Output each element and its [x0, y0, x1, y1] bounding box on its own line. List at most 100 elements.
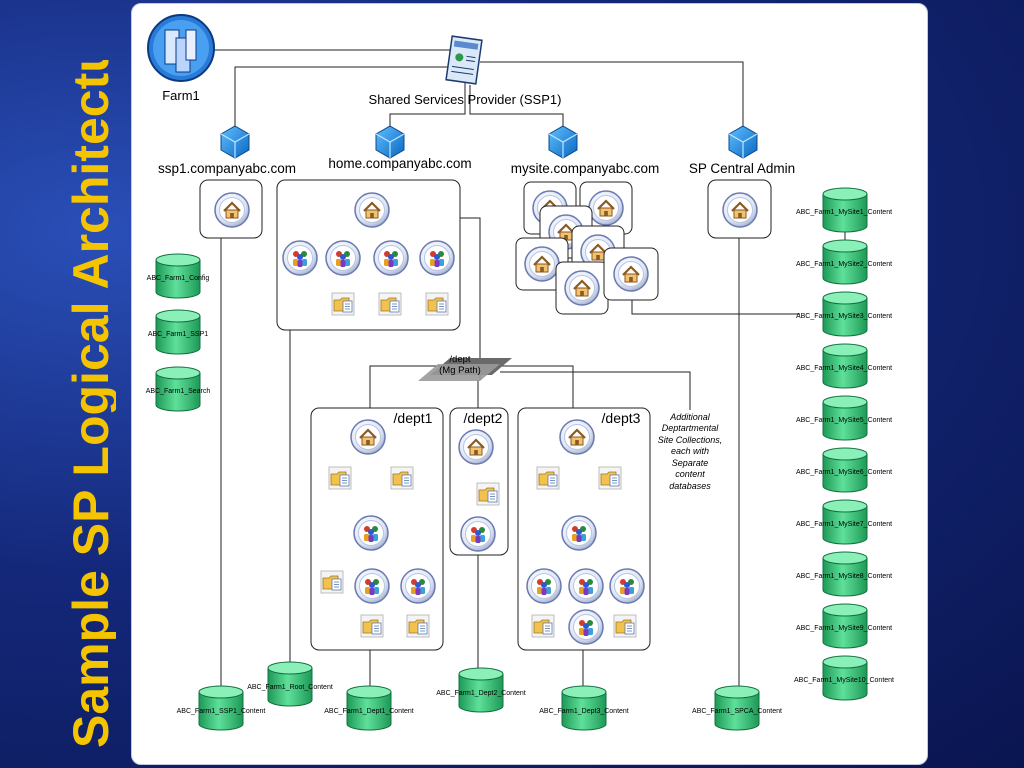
- note-line: Additional: [669, 412, 711, 422]
- dept1-site-collection: /dept1: [310, 407, 444, 651]
- note-line: Site Collections,: [658, 435, 723, 445]
- home-icon: [349, 418, 387, 456]
- web-icon: [282, 240, 318, 276]
- library-icon: [360, 614, 384, 638]
- database-label: ABC_Farm1_Root_Content: [247, 684, 333, 691]
- database-mysite3: ABC_Farm1_MySite3_Content: [796, 291, 892, 337]
- database-root-content: ABC_Farm1_Root_Content: [247, 661, 333, 707]
- library-icon: [331, 292, 355, 316]
- home-icon: [213, 191, 251, 229]
- database-label: ABC_Farm1_SSP1: [148, 331, 208, 338]
- service-databases: ABC_Farm1_Config ABC_Farm1_SSP1 ABC_Farm…: [146, 253, 211, 412]
- farm-label: Farm1: [162, 88, 200, 103]
- home-icon: [563, 269, 601, 307]
- server-icon: [164, 29, 197, 73]
- web-app-central-admin: SP Central Admin: [689, 125, 795, 176]
- database-mysite7: ABC_Farm1_MySite7_Content: [796, 499, 892, 545]
- web-icon: [354, 568, 390, 604]
- web-icon: [561, 515, 597, 551]
- farm-node: Farm1: [147, 14, 215, 103]
- database-label: ABC_Farm1_MySite6_Content: [796, 469, 892, 476]
- library-icon: [320, 570, 344, 594]
- library-icon: [598, 466, 622, 490]
- web-icon: [325, 240, 361, 276]
- home-icon: [612, 255, 650, 293]
- database-search: ABC_Farm1_Search: [146, 366, 211, 412]
- library-icon: [476, 482, 500, 506]
- home-icon: [721, 191, 759, 229]
- database-mysite5: ABC_Farm1_MySite5_Content: [796, 395, 892, 441]
- home-icon: [457, 428, 495, 466]
- database-label: ABC_Farm1_Dept3_Content: [539, 708, 629, 715]
- database-label: ABC_Farm1_MySite1_Content: [796, 209, 892, 216]
- web-app-cube-icon: [728, 125, 758, 159]
- database-mysite9: ABC_Farm1_MySite9_Content: [796, 603, 892, 649]
- mysite-databases: ABC_Farm1_MySite1_Content ABC_Farm1_MySi…: [794, 187, 894, 701]
- web-icon: [526, 568, 562, 604]
- database-label: ABC_Farm1_MySite9_Content: [796, 625, 892, 632]
- library-icon: [531, 614, 555, 638]
- database-dept3-content: ABC_Farm1_Dept3_Content: [539, 685, 629, 731]
- dept3-site-collection: /dept3: [517, 407, 651, 651]
- web-icon: [353, 515, 389, 551]
- central-admin-site-box: [707, 179, 772, 239]
- database-label: ABC_Farm1_SSP1_Content: [177, 708, 266, 715]
- web-app-home: home.companyabc.com: [328, 125, 472, 171]
- web-app-label: home.companyabc.com: [328, 156, 471, 171]
- web-icon: [609, 568, 645, 604]
- mysite-site-boxes: [515, 181, 659, 315]
- database-label: ABC_Farm1_Search: [146, 388, 211, 395]
- database-mysite10: ABC_Farm1_MySite10_Content: [794, 655, 894, 701]
- library-icon: [613, 614, 637, 638]
- library-icon: [425, 292, 449, 316]
- ssp-node: Shared Services Provider (SSP1): [369, 35, 562, 107]
- database-label: ABC_Farm1_MySite5_Content: [796, 417, 892, 424]
- database-mysite6: ABC_Farm1_MySite6_Content: [796, 447, 892, 493]
- web-icon: [568, 609, 604, 645]
- web-app-cube-icon: [375, 125, 405, 159]
- database-config: ABC_Farm1_Config: [147, 253, 209, 299]
- database-mysite4: ABC_Farm1_MySite4_Content: [796, 343, 892, 389]
- note-line: databases: [669, 481, 711, 491]
- home-icon: [587, 189, 625, 227]
- database-label: ABC_Farm1_Dept1_Content: [324, 708, 414, 715]
- home-icon: [558, 418, 596, 456]
- database-spca-content: ABC_Farm1_SPCA_Content: [692, 685, 782, 731]
- managed-path-line2: (Mg Path): [439, 365, 481, 376]
- ssp-label: Shared Services Provider (SSP1): [369, 92, 562, 107]
- site-collection-label: /dept3: [602, 410, 641, 426]
- dept2-site-collection: /dept2: [449, 407, 509, 556]
- slide-title: Sample SP Logical Architecture: [16, 0, 119, 760]
- site-collection-label: /dept1: [394, 410, 433, 426]
- note-line: Deptartmental: [662, 423, 720, 433]
- additional-sites-note: Additional Deptartmental Site Collection…: [658, 412, 723, 491]
- note-line: Separate: [672, 458, 709, 468]
- database-ssp1: ABC_Farm1_SSP1: [148, 309, 208, 355]
- home-site-box: [276, 179, 461, 331]
- library-icon: [390, 466, 414, 490]
- database-label: ABC_Farm1_MySite8_Content: [796, 573, 892, 580]
- database-mysite8: ABC_Farm1_MySite8_Content: [796, 551, 892, 597]
- home-icon: [353, 191, 391, 229]
- database-label: ABC_Farm1_SPCA_Content: [692, 708, 782, 715]
- library-icon: [536, 466, 560, 490]
- web-app-mysite: mysite.companyabc.com: [511, 125, 659, 176]
- home-icon: [523, 245, 561, 283]
- web-icon: [568, 568, 604, 604]
- web-app-label: ssp1.companyabc.com: [158, 161, 296, 176]
- library-icon: [406, 614, 430, 638]
- ssp1-site-box: [199, 179, 263, 239]
- database-label: ABC_Farm1_MySite7_Content: [796, 521, 892, 528]
- database-dept1-content: ABC_Farm1_Dept1_Content: [324, 685, 414, 731]
- web-icon: [419, 240, 455, 276]
- database-label: ABC_Farm1_MySite3_Content: [796, 313, 892, 320]
- web-app-cube-icon: [548, 125, 578, 159]
- web-icon: [400, 568, 436, 604]
- database-label: ABC_Farm1_MySite10_Content: [794, 677, 894, 684]
- database-label: ABC_Farm1_MySite2_Content: [796, 261, 892, 268]
- database-label: ABC_Farm1_Dept2_Content: [436, 690, 526, 697]
- web-icon: [460, 516, 496, 552]
- database-dept2-content: ABC_Farm1_Dept2_Content: [436, 667, 526, 713]
- database-mysite2: ABC_Farm1_MySite2_Content: [796, 239, 892, 285]
